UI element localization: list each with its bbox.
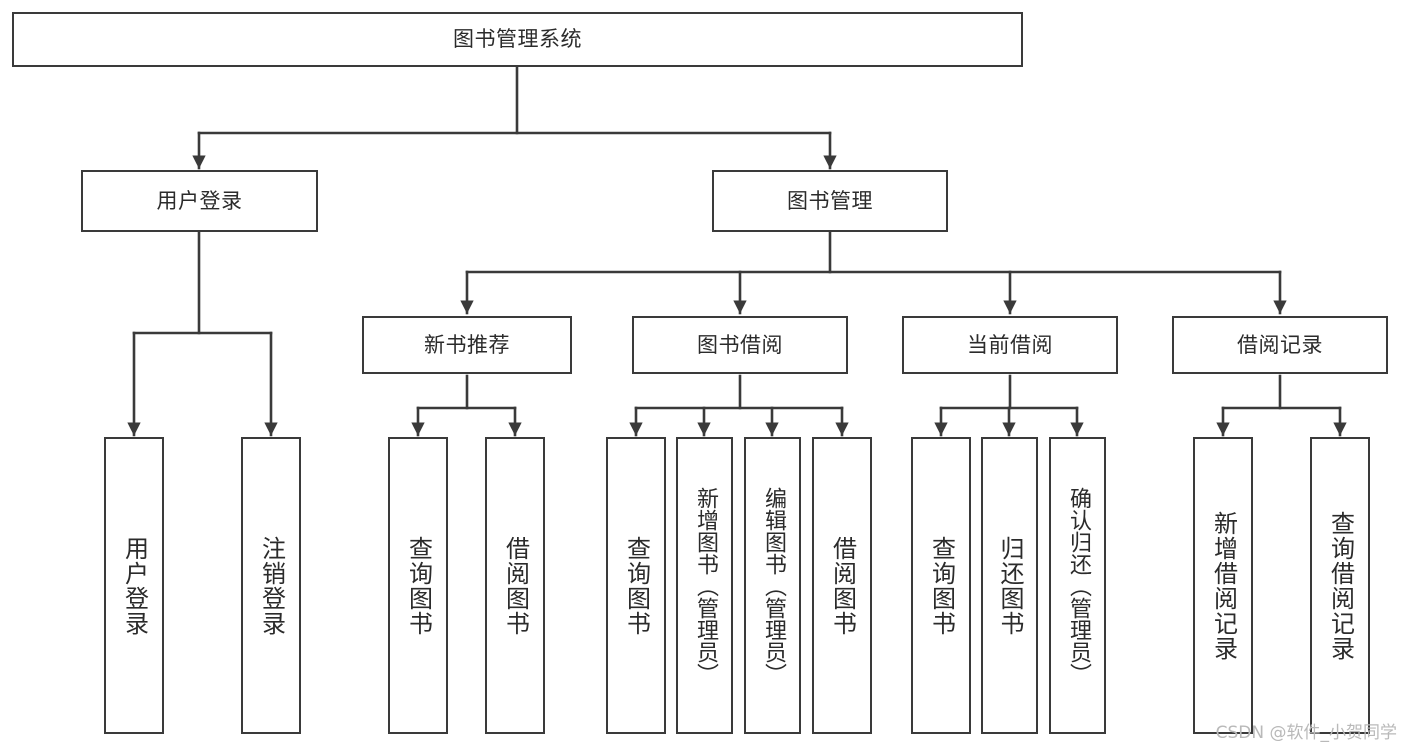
node-label: 确认归还（管理员） xyxy=(1065,486,1091,685)
leaf-borrow-record-add-record[interactable]: 新增借阅记录 xyxy=(1193,437,1253,734)
node-label: 用户登录 xyxy=(156,188,243,213)
node-label: 查询借阅记录 xyxy=(1326,510,1355,661)
leaf-current-borrow-return-book[interactable]: 归还图书 xyxy=(981,437,1038,734)
node-label: 编辑图书（管理员） xyxy=(760,486,786,685)
leaf-book-borrow-add-book-admin[interactable]: 新增图书（管理员） xyxy=(676,437,733,734)
leaf-new-book-query-book[interactable]: 查询图书 xyxy=(388,437,448,734)
node-label: 用户登录 xyxy=(120,535,149,636)
leaf-book-borrow-borrow-book[interactable]: 借阅图书 xyxy=(812,437,872,734)
node-borrow-record[interactable]: 借阅记录 xyxy=(1172,316,1388,374)
node-label: 当前借阅 xyxy=(967,332,1053,357)
node-label: 新增借阅记录 xyxy=(1209,510,1238,661)
node-label: 图书管理系统 xyxy=(453,27,582,52)
node-label: 借阅图书 xyxy=(828,535,857,636)
node-label: 新书推荐 xyxy=(424,332,510,357)
leaf-user-login-logout[interactable]: 注销登录 xyxy=(241,437,301,734)
leaf-current-borrow-confirm-return-admin[interactable]: 确认归还（管理员） xyxy=(1049,437,1106,734)
node-label: 查询图书 xyxy=(927,535,956,636)
node-new-book-recommendation[interactable]: 新书推荐 xyxy=(362,316,572,374)
node-label: 查询图书 xyxy=(404,535,433,636)
leaf-user-login-login[interactable]: 用户登录 xyxy=(104,437,164,734)
watermark-csdn: CSDN @软件_小贺同学 xyxy=(1215,723,1397,743)
node-label: 图书管理 xyxy=(787,188,873,213)
node-label: 借阅图书 xyxy=(501,535,530,636)
node-label: 图书借阅 xyxy=(697,332,783,357)
node-root-book-management-system[interactable]: 图书管理系统 xyxy=(12,12,1023,67)
node-label: 归还图书 xyxy=(995,535,1024,636)
node-label: 借阅记录 xyxy=(1237,332,1323,357)
leaf-new-book-borrow-book[interactable]: 借阅图书 xyxy=(485,437,545,734)
node-book-management[interactable]: 图书管理 xyxy=(712,170,948,232)
node-label: 新增图书（管理员） xyxy=(692,486,718,685)
leaf-borrow-record-query-record[interactable]: 查询借阅记录 xyxy=(1310,437,1370,734)
node-book-borrow[interactable]: 图书借阅 xyxy=(632,316,848,374)
leaf-book-borrow-query-book[interactable]: 查询图书 xyxy=(606,437,666,734)
node-label: 注销登录 xyxy=(257,535,286,636)
node-label: 查询图书 xyxy=(622,535,651,636)
leaf-current-borrow-query-book[interactable]: 查询图书 xyxy=(911,437,971,734)
node-user-login[interactable]: 用户登录 xyxy=(81,170,318,232)
leaf-book-borrow-edit-book-admin[interactable]: 编辑图书（管理员） xyxy=(744,437,801,734)
node-current-borrow[interactable]: 当前借阅 xyxy=(902,316,1118,374)
